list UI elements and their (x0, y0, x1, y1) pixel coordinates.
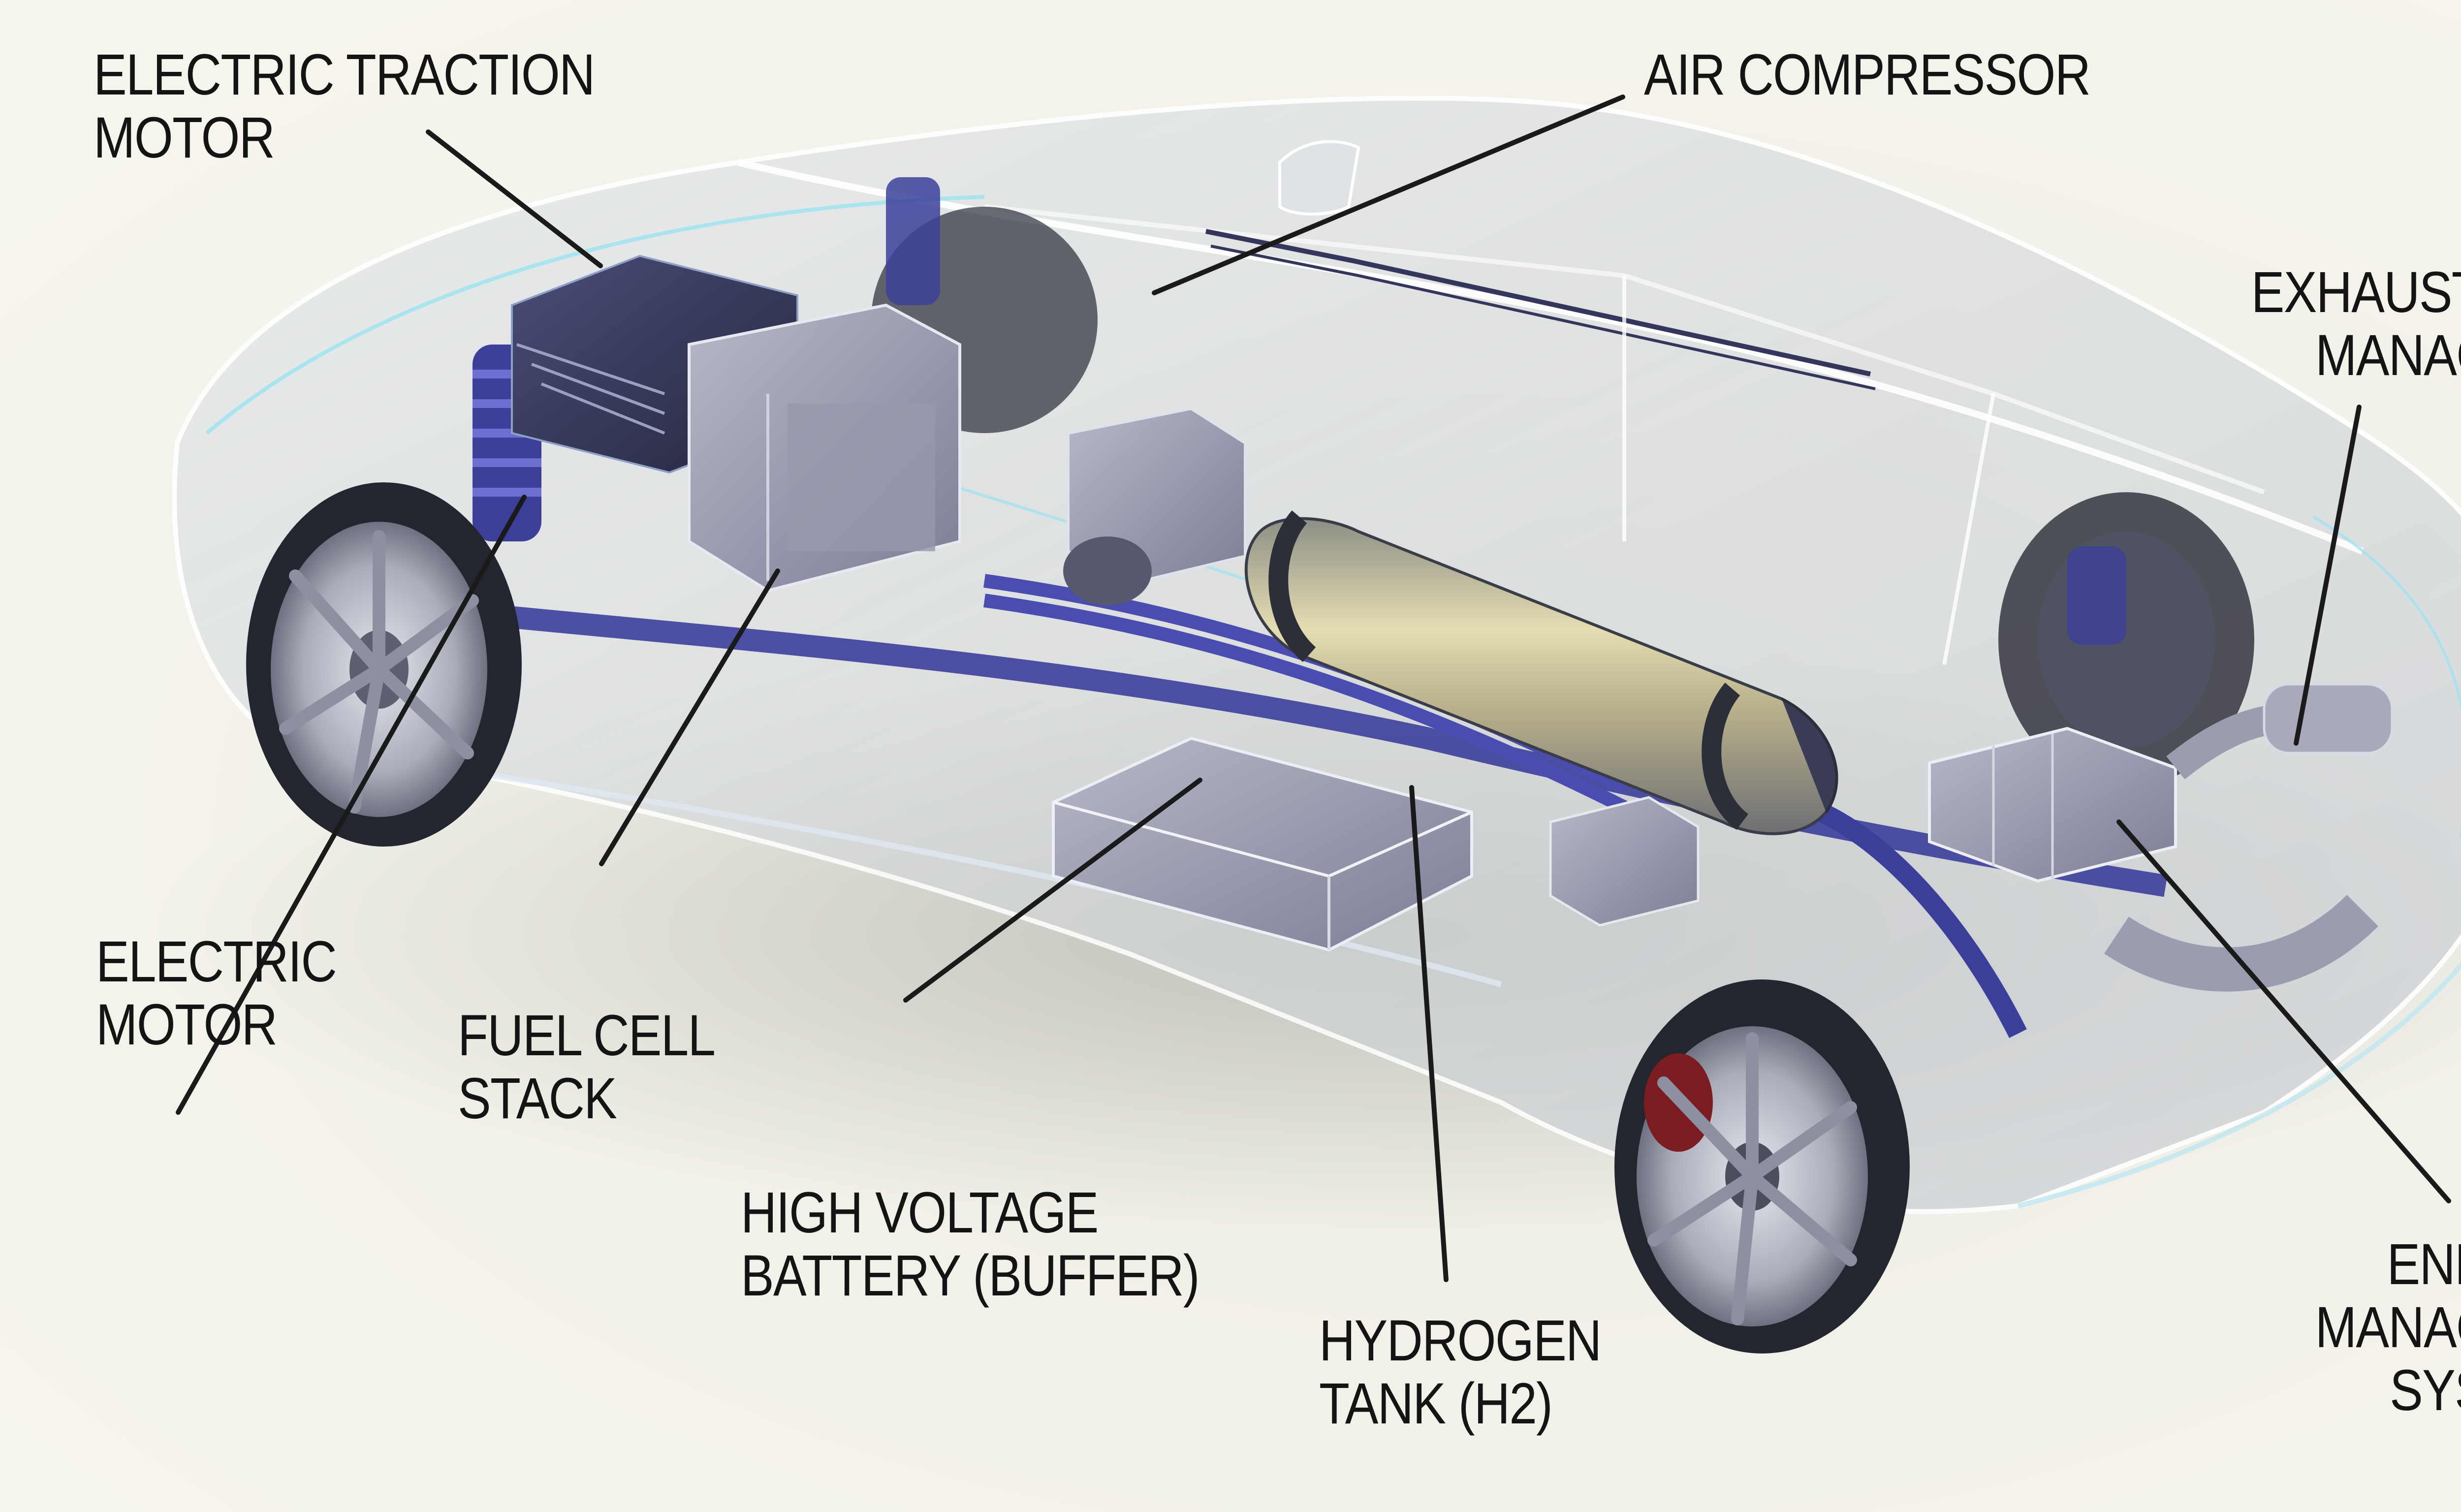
label-line: SYSTEM (2251, 387, 2461, 450)
air-compressor-component (1063, 407, 1247, 605)
label-exhaust-water-management-system: EXHAUST/WATER MANAGEMENT SYSTEM (2251, 261, 2461, 450)
label-line: MANAGEMENT (2315, 1295, 2461, 1360)
leader-hydrogen-tank (1409, 785, 1449, 1282)
label-electric-traction-motor: ELECTRIC TRACTION MOTOR (94, 43, 595, 169)
leader-high-voltage-battery (903, 778, 1202, 1003)
leader-electric-motor (176, 495, 527, 1115)
powertrain (473, 254, 2394, 1038)
junction-box (1549, 796, 1700, 927)
label-line: HYDROGEN (1319, 1308, 1602, 1373)
label-line: BATTERY (BUFFER) (741, 1243, 1200, 1308)
label-air-compressor: AIR COMPRESSOR (1644, 42, 2091, 107)
rear-left-wheel (1614, 979, 1910, 1354)
label-line: MOTOR (94, 105, 275, 170)
leader-energy-management (2116, 819, 2451, 1203)
front-left-wheel (246, 482, 522, 847)
rear-bumper-outline (2017, 961, 2461, 1208)
label-line: STACK (458, 1066, 617, 1131)
label-line: AIR COMPRESSOR (1644, 42, 2091, 107)
label-line: TANK (H2) (1319, 1371, 1553, 1436)
label-fuel-cell-stack: FUEL CELL STACK (458, 1003, 716, 1131)
label-line: ELECTRIC TRACTION (94, 42, 595, 107)
label-electric-motor: ELECTRIC MOTOR (96, 929, 337, 1057)
label-line: EXHAUST/WATER (2251, 260, 2461, 325)
leader-fuel-cell-stack (599, 568, 780, 866)
leader-air-compressor (1152, 94, 1625, 295)
high-voltage-battery-component (1052, 736, 1473, 952)
label-line: MANAGEMENT (2315, 323, 2461, 388)
label-line: FUEL CELL (458, 1003, 716, 1068)
rear-right-wheel (1998, 492, 2254, 788)
label-line: SYSTEM (2390, 1358, 2461, 1423)
label-high-voltage-battery: HIGH VOLTAGE BATTERY (BUFFER) (741, 1180, 1200, 1308)
label-hydrogen-tank: HYDROGEN TANK (H2) (1319, 1308, 1602, 1436)
fuel-cell-stack-component (688, 303, 961, 593)
label-line: HIGH VOLTAGE (741, 1180, 1099, 1245)
hydrogen-tank-component (1244, 510, 1838, 835)
label-line: MOTOR (96, 992, 278, 1057)
leader-lines (176, 94, 2451, 1282)
label-line: ELECTRIC (96, 929, 337, 994)
energy-management-component (1928, 726, 2177, 883)
label-line: ENERGY (2387, 1232, 2461, 1297)
label-energy-management-system: ENERGY MANAGEMENT SYSTEM (2315, 1233, 2461, 1422)
leader-electric-traction-motor (426, 129, 603, 268)
leader-exhaust-water (2294, 405, 2362, 746)
